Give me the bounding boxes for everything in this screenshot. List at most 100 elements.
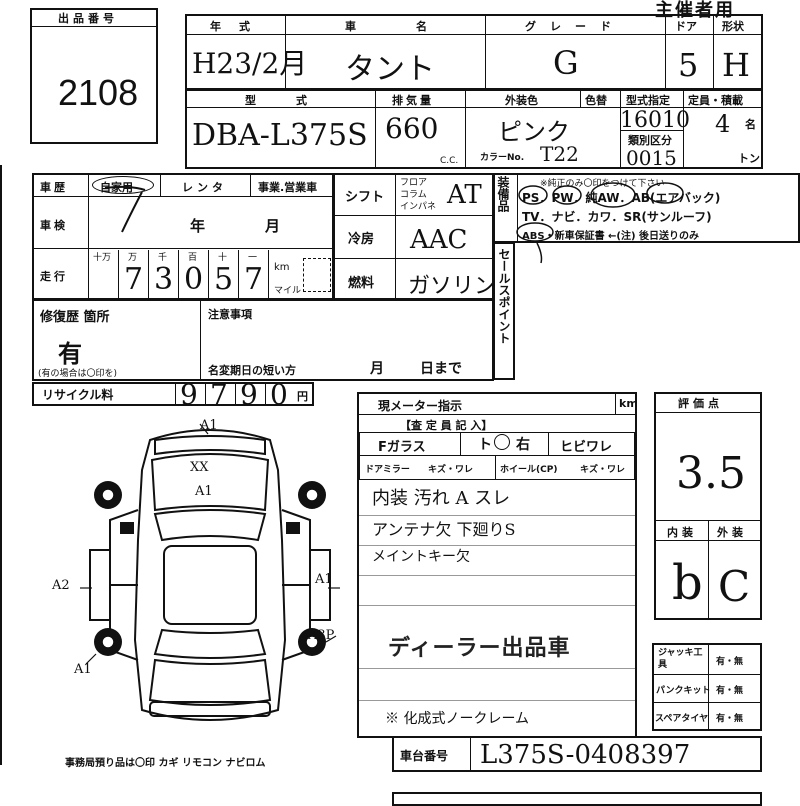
digit-label-100: 百 (188, 253, 198, 263)
front-glass-circle (494, 434, 510, 450)
year-label: 年式 (210, 20, 268, 33)
shift-option-instpanel: インパネ (400, 202, 437, 212)
meter-label: 現メーター指示 (378, 399, 463, 413)
history-business: 事業.営業車 (258, 181, 318, 194)
recycle-digit-4: 0 (270, 378, 288, 411)
color-tone-label: 色替 (585, 94, 607, 107)
repair-note: (有の場合は〇印を) (38, 369, 118, 379)
mileage-digit-1: 7 (244, 262, 264, 297)
exterior-color-value: ピンク (498, 118, 570, 146)
rating-score: 3.5 (676, 448, 746, 499)
front-glass-value: ト (478, 437, 492, 453)
shape-value: H (722, 46, 750, 84)
jack-label: ジャッキ工具 (658, 648, 703, 670)
history-label: 車歴 (40, 181, 68, 194)
sales-point-label: セールスポイント (497, 248, 511, 344)
recycle-unit: 円 (297, 390, 308, 403)
capacity-unit-persons: 名 (745, 118, 756, 131)
capacity-unit-ton: トン (738, 152, 760, 165)
chassis-value: L375S-0408397 (480, 740, 691, 770)
damage-mark-left-rear: A1 (74, 662, 92, 677)
mileage-digit-10k: 7 (124, 262, 144, 297)
bottom-table-edge (392, 792, 762, 806)
rename-label: 名変期日の短い方 (208, 364, 296, 377)
tools-table (652, 643, 762, 731)
mirror-label: ドアミラー (365, 465, 410, 475)
capacity-label: 定員・積載 (688, 94, 743, 107)
jack-value: 有・無 (716, 657, 744, 667)
car-damage-diagram (80, 423, 340, 721)
designation-value: 16010 (620, 108, 690, 133)
car-name-value: タント (345, 52, 435, 87)
color-no-label: カラーNo. (480, 153, 525, 163)
repair-label: 修復歴 箇所 (40, 310, 110, 325)
spare-value: 有・無 (716, 714, 744, 724)
category-label: 類別区分 (628, 134, 672, 147)
door-label: ドア (675, 20, 697, 33)
recycle-digit-1: 9 (180, 378, 198, 411)
front-glass-crack: ヒビワレ (560, 440, 613, 455)
damage-mark-hood: A1 (195, 484, 213, 499)
type-designation-label: 型式指定 (626, 94, 670, 107)
type-value: DBA-L375S (192, 118, 368, 153)
lot-number-label: 出品番号 (58, 12, 118, 25)
repair-table (32, 299, 494, 381)
ac-value: AAC (410, 225, 468, 255)
mileage-label: 走行 (40, 270, 68, 283)
front-glass-label: Fガラス (378, 440, 426, 455)
equipment-line-3: ABS・新車保証書 ←(注) 後日送りのみ (522, 231, 700, 242)
meter-unit: km (619, 397, 638, 410)
dealer-stamp: ディーラー出品車 (388, 636, 571, 661)
damage-mark-right-side: A1 (315, 572, 333, 587)
inspector-grid (359, 432, 635, 480)
equipment-label: 装備品 (496, 176, 510, 212)
recycle-digit-3: 9 (240, 378, 258, 411)
recycle-digit-2: 7 (210, 378, 228, 411)
damage-mark-right-rear: A3P (308, 628, 335, 643)
category-value: 0015 (626, 146, 677, 170)
lot-number-value: 2108 (58, 72, 139, 113)
km-label: km (274, 262, 290, 273)
puncture-value: 有・無 (716, 686, 744, 696)
type-label: 型式 (245, 94, 347, 107)
puncture-label: パンクキット (656, 686, 711, 696)
margin-line (0, 165, 2, 765)
inspection-month-unit: 月 (265, 217, 281, 235)
equipment-table (493, 173, 800, 243)
recycle-table (32, 382, 314, 406)
digit-label-100k: 十万 (93, 253, 112, 263)
rating-label: 評価点 (678, 397, 723, 410)
inspector-note-2: アンテナ欠 下廻りS (372, 520, 516, 539)
shift-label: シフト (345, 190, 385, 205)
door-value: 5 (678, 46, 699, 84)
chassis-table (392, 736, 762, 772)
displacement-label: 排気量 (392, 94, 434, 107)
equipment-line-2: TV．ナビ．カワ．SR(サンルーフ) (522, 210, 712, 224)
inspector-note-3: メイントキー欠 (372, 549, 470, 565)
year-value: H23/2月 (192, 47, 308, 80)
inspector-title: 【査 定 員 記 入】 (400, 419, 493, 432)
repair-value: 有 (58, 340, 82, 368)
history-rental: レンタ (182, 181, 227, 194)
private-circle (92, 176, 154, 194)
diagram-footer: 事務局預り品は〇印 カギ リモコン ナビロム (65, 758, 266, 769)
exterior-color-label: 外装色 (505, 94, 538, 107)
inspector-footer-note: ※ 化成式ノークレーム (385, 711, 530, 727)
damage-mark-front: A1 (200, 418, 218, 433)
shape-label: 形状 (722, 20, 744, 33)
capacity-value: 4 (715, 110, 731, 138)
rename-month-unit: 月 (370, 361, 384, 377)
mileage-digit-100: 0 (184, 262, 204, 297)
cc-unit: C.C. (440, 156, 459, 166)
chassis-label: 車台番号 (400, 749, 449, 763)
inspector-note-1: 内装 汚れ A スレ (372, 488, 511, 509)
front-glass-right: 右 (516, 437, 530, 453)
grade-label: グレード (525, 20, 625, 33)
rename-day-unit: 日まで (420, 361, 462, 377)
shift-option-column: コラム (400, 190, 427, 200)
car-name-label: 車名 (345, 20, 487, 33)
ac-label: 冷房 (348, 232, 375, 247)
color-no-value: T22 (540, 142, 579, 166)
sales-point-box (493, 242, 515, 380)
mileage-digit-10: 5 (214, 262, 234, 297)
